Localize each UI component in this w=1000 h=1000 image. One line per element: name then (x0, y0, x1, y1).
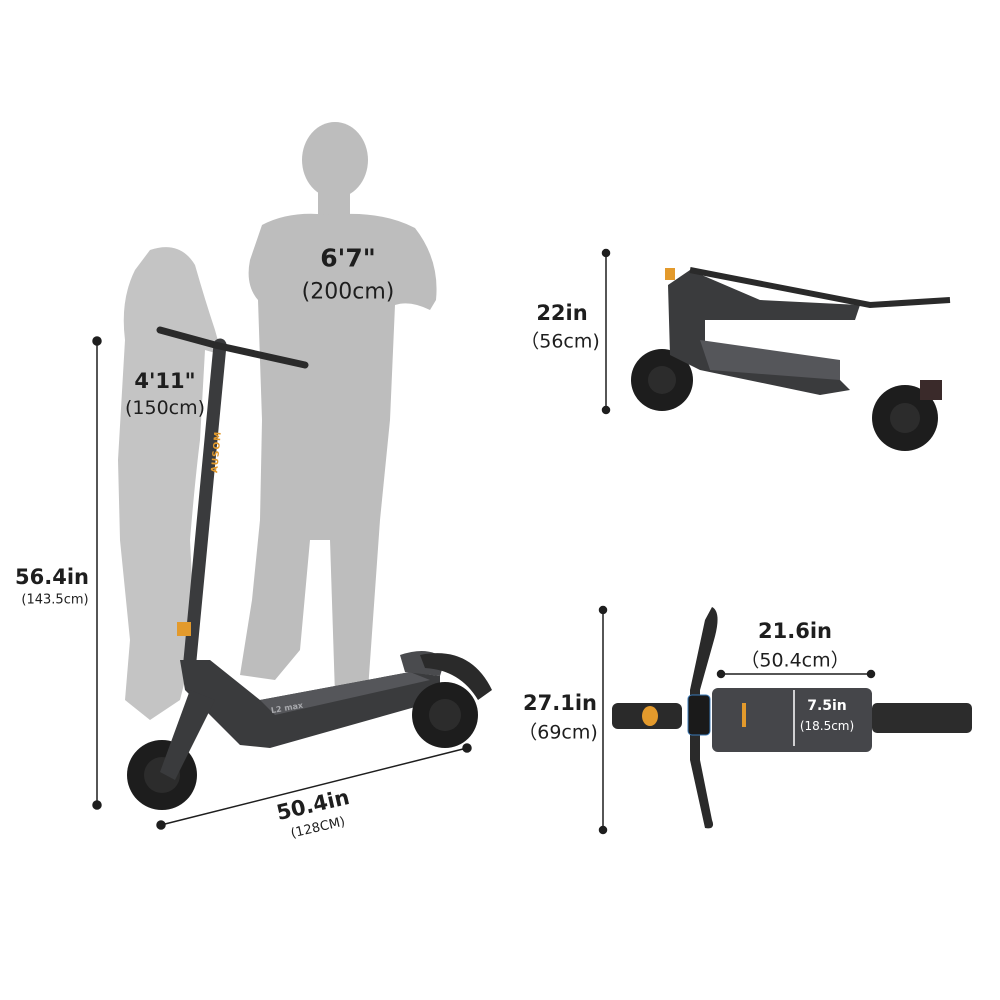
tall-person-height-cm: (200cm) (301, 279, 395, 305)
scooter-folded-view (631, 267, 951, 451)
short-person-height-cm: (150cm) (124, 397, 206, 419)
folded-height-in: 22in (536, 301, 588, 325)
deck-length-in: 21.6in (758, 619, 832, 643)
scooter-top-view (612, 607, 972, 829)
handlebar-width-in: 27.1in (523, 691, 597, 715)
short-person-silhouette (118, 247, 222, 720)
short-person-height-ft: 4'11" (134, 369, 196, 393)
handlebar-width-cm: （69cm) (518, 721, 598, 744)
unfolded-height-cm: (143.5cm) (21, 592, 89, 608)
unfolded-height-in: 56.4in (15, 565, 89, 589)
tall-person-height-ft: 6'7" (320, 243, 376, 273)
tall-person-silhouette (240, 122, 437, 695)
deck-length-cm: （50.4cm） (740, 649, 850, 672)
unfolded-length-line (160, 747, 468, 826)
deck-width-in: 7.5in (807, 698, 847, 714)
deck-width-cm: (18.5cm) (799, 719, 855, 733)
folded-height-cm: （56cm) (520, 330, 600, 353)
dimension-lines (92, 248, 876, 835)
scooter-side-view (127, 326, 492, 810)
